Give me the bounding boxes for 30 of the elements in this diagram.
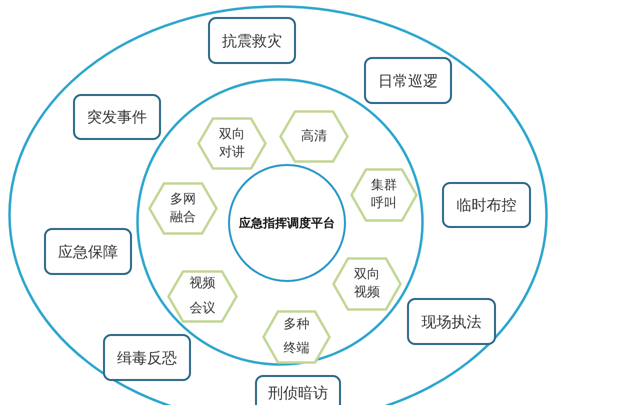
scenario-box [442,182,531,228]
feature-hexagon [262,310,331,364]
feature-hexagon [350,168,418,222]
scenario-box [73,94,161,140]
scenario-box [103,334,191,381]
feature-label: 高清 [300,128,328,146]
feature-hexagon [197,117,267,170]
scenario-box [364,57,452,104]
scenario-label: 临时布控 [456,196,516,214]
scenario-box [255,375,341,405]
scenario-label: 抗震救灾 [222,32,282,50]
feature-label: 双向视频 [353,266,381,302]
feature-hexagon [167,270,238,323]
scenario-label: 现场执法 [422,312,482,330]
scenario-label: 刑侦暗访 [268,384,328,402]
scenario-box [208,17,296,64]
scenario-box [407,298,496,345]
scenario-label: 应急保障 [58,242,118,260]
scenario-box [44,228,132,275]
feature-label: 多种终端 [282,316,310,358]
feature-label: 多网融合 [169,190,197,226]
platform-title: 应急指挥调度平台 [239,214,335,232]
feature-label: 视频会议 [188,275,216,318]
feature-hexagon [332,257,402,311]
feature-label: 集群呼叫 [370,177,398,213]
feature-label: 双向对讲 [218,126,246,162]
scenario-label: 日常巡逻 [378,72,438,90]
feature-hexagon [148,182,218,235]
scenario-label: 缉毒反恐 [117,348,177,366]
scenario-label: 突发事件 [87,108,147,126]
